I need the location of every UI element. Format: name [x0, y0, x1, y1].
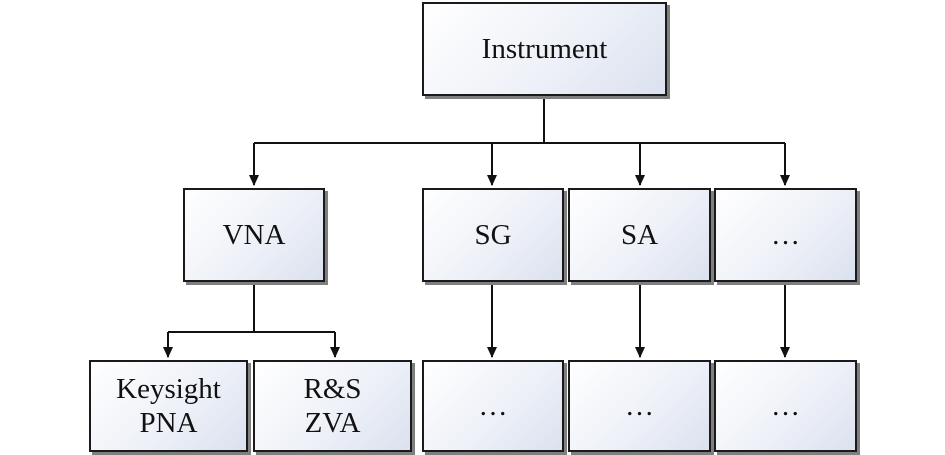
root-node-label: Instrument	[481, 33, 608, 65]
leaf-node-sa-more: …	[568, 360, 711, 452]
leaf-node-line2: ZVA	[304, 407, 361, 439]
category-node-vna: VNA	[183, 188, 325, 282]
leaf-node-more-more: …	[714, 360, 857, 452]
category-node-label: SG	[474, 219, 512, 251]
leaf-node-label: …	[771, 390, 800, 422]
leaf-node-label: …	[478, 390, 508, 422]
category-node-label: VNA	[222, 219, 286, 251]
root-node-instrument: Instrument	[422, 2, 667, 96]
category-node-more: …	[714, 188, 857, 282]
leaf-node-line1: R&S	[303, 373, 362, 405]
category-node-label: …	[771, 219, 800, 251]
leaf-node-rs-zva: R&S ZVA	[253, 360, 412, 452]
leaf-node-keysight-pna: Keysight PNA	[89, 360, 248, 452]
category-node-label: SA	[620, 219, 659, 251]
leaf-node-line1: Keysight	[116, 373, 221, 405]
leaf-node-label: …	[625, 390, 654, 422]
category-node-sa: SA	[568, 188, 711, 282]
leaf-node-sg-more: …	[422, 360, 564, 452]
category-node-sg: SG	[422, 188, 564, 282]
leaf-node-line2: PNA	[139, 407, 198, 439]
